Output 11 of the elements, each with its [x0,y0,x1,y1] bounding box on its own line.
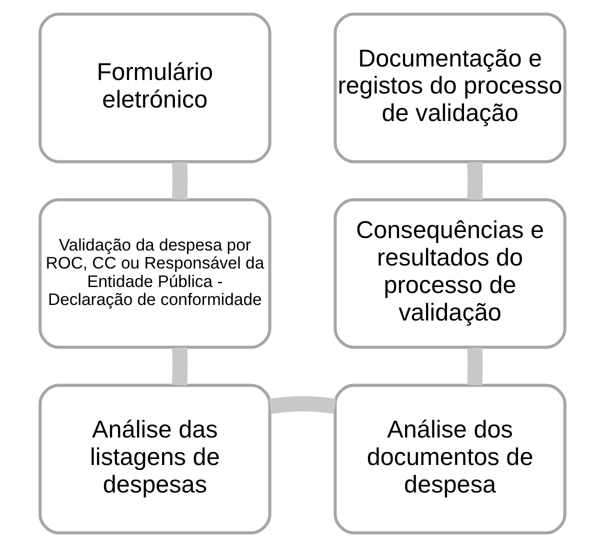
node-box: Análise das listagens de despesas [38,384,271,534]
node-box: Análise dos documentos de despesa [333,384,566,534]
node-box: Formulário eletrónico [38,12,271,164]
connector [466,162,482,200]
node-box: Validação da despesa por ROC, CC ou Responsável da Entidade Pública - Declaração de conformidade [38,198,271,349]
connector [268,396,336,414]
node-box: Consequências e resultados do processo de validação [333,198,566,349]
node-box: Documentação e registos do processo de validação [333,12,566,164]
connector [466,347,482,386]
connector [171,162,188,200]
connector [171,347,188,386]
